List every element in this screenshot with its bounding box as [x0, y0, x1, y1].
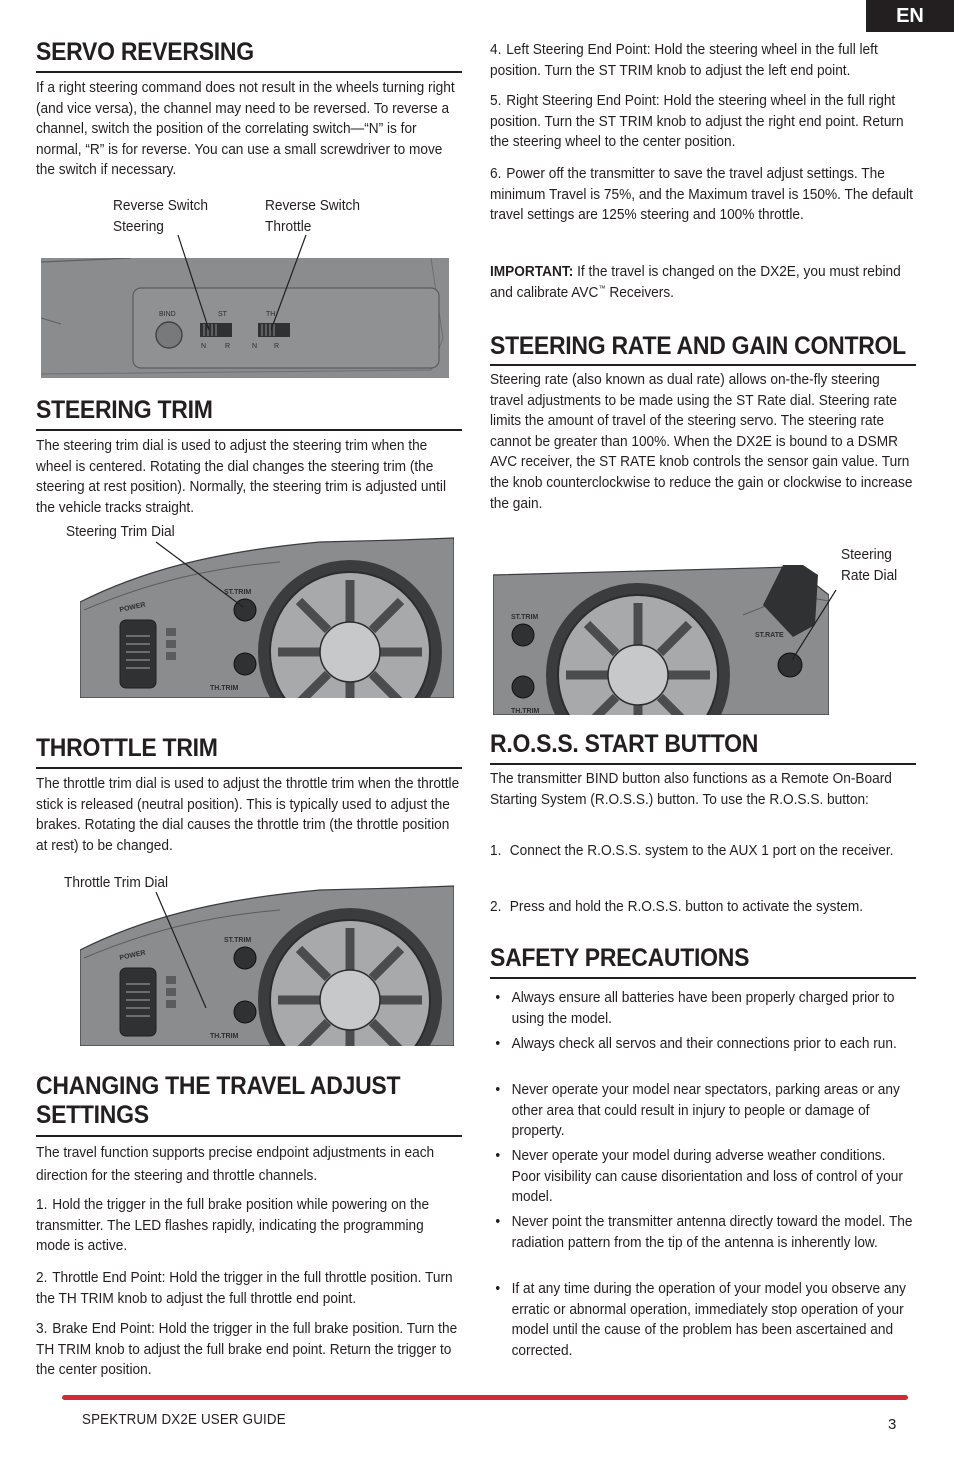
servo-reversing-heading: SERVO REVERSING	[36, 38, 254, 66]
ross-step-1: 1. Connect the R.O.S.S. system to the AU…	[490, 842, 894, 859]
svg-text:N: N	[252, 343, 257, 350]
language-tab: EN	[866, 0, 954, 32]
steering-trim-heading: STEERING TRIM	[36, 396, 213, 424]
steering-trim-dial-label: Steering Trim Dial	[66, 523, 175, 540]
travel-step-4: 4. Left Steering End Point: Hold the ste…	[490, 41, 878, 79]
heading-rule	[36, 1135, 462, 1137]
safety-item: •Never point the transmitter antenna dir…	[495, 1213, 913, 1251]
footer-accent-bar	[62, 1395, 908, 1400]
servo-reversing-body: If a right steering command does not res…	[36, 79, 455, 179]
important-note: IMPORTANT: If the travel is changed on t…	[490, 263, 901, 301]
safety-item: •Never operate your model during adverse…	[495, 1147, 903, 1206]
steering-trim-figure: POWER ST.TRIM TH.TRIM	[80, 532, 454, 698]
st-text: ST	[218, 311, 228, 318]
steering-rate-heading: STEERING RATE AND GAIN CONTROL	[490, 332, 906, 360]
travel-adjust-body: The travel function supports precise end…	[36, 1144, 435, 1184]
steering-trim-leader-line	[155, 541, 244, 608]
travel-step-6: 6. Power off the transmitter to save the…	[490, 165, 913, 224]
svg-text:TH.TRIM: TH.TRIM	[511, 708, 540, 715]
travel-step-2: 2. Throttle End Point: Hold the trigger …	[36, 1269, 453, 1307]
svg-text:TH.TRIM: TH.TRIM	[210, 685, 239, 692]
heading-rule	[36, 767, 462, 769]
page-number: 3	[888, 1416, 897, 1433]
ross-step-2: 2. Press and hold the R.O.S.S. button to…	[490, 898, 864, 915]
travel-step-3: 3. Brake End Point: Hold the trigger in …	[36, 1320, 458, 1379]
reverse-switch-panel-figure: BIND ST TH N R N R	[41, 258, 449, 378]
heading-rule	[36, 71, 462, 73]
svg-text:ST.RATE: ST.RATE	[755, 632, 784, 639]
throttle-trim-body: The throttle trim dial is used to adjust…	[36, 775, 460, 854]
bind-text: BIND	[159, 311, 176, 318]
svg-text:ST.TRIM: ST.TRIM	[511, 614, 538, 621]
heading-rule	[36, 429, 462, 431]
reverse-switch-throttle-label: Reverse Switch Throttle	[265, 197, 360, 235]
heading-rule	[490, 763, 916, 765]
reverse-switch-leader-lines	[177, 234, 307, 331]
travel-step-1: 1. Hold the trigger in the full brake po…	[36, 1196, 430, 1255]
throttle-trim-figure: POWER ST.TRIM TH.TRIM	[80, 880, 454, 1046]
steering-rate-body: Steering rate (also known as dual rate) …	[490, 371, 913, 512]
steering-rate-figure: ST.TRIM ST.RATE TH.TRIM	[493, 565, 829, 715]
steering-rate-leader-line	[791, 589, 837, 661]
safety-item: •Always check all servos and their conne…	[495, 1035, 897, 1052]
ross-body: The transmitter BIND button also functio…	[490, 770, 892, 808]
travel-step-5: 5. Right Steering End Point: Hold the st…	[490, 92, 904, 151]
svg-text:TH.TRIM: TH.TRIM	[210, 1033, 239, 1040]
safety-heading: SAFETY PRECAUTIONS	[490, 944, 750, 972]
safety-item: •Always ensure all batteries have been p…	[495, 989, 895, 1027]
reverse-switch-steering-label: Reverse Switch Steering	[113, 197, 208, 235]
svg-text:R: R	[225, 343, 230, 350]
steering-trim-body: The steering trim dial is used to adjust…	[36, 437, 446, 516]
steering-rate-dial-label: Steering Rate Dial	[841, 546, 898, 584]
throttle-trim-dial-label: Throttle Trim Dial	[64, 874, 169, 891]
throttle-trim-heading: THROTTLE TRIM	[36, 734, 218, 762]
svg-text:N: N	[201, 343, 206, 350]
safety-item: •If at any time during the operation of …	[495, 1280, 906, 1359]
heading-rule	[490, 977, 916, 979]
th-text: TH	[266, 311, 275, 318]
svg-text:ST.TRIM: ST.TRIM	[224, 937, 251, 944]
heading-rule	[490, 364, 916, 366]
throttle-trim-leader-line	[155, 891, 207, 1009]
footer-guide-title: SPEKTRUM DX2E USER GUIDE	[82, 1412, 286, 1428]
travel-adjust-heading: CHANGING THE TRAVEL ADJUST SETTINGS	[36, 1072, 401, 1129]
ross-heading: R.O.S.S. START BUTTON	[490, 730, 759, 758]
svg-text:ST.TRIM: ST.TRIM	[224, 589, 251, 596]
svg-text:R: R	[274, 343, 279, 350]
safety-item: •Never operate your model near spectator…	[495, 1081, 900, 1140]
